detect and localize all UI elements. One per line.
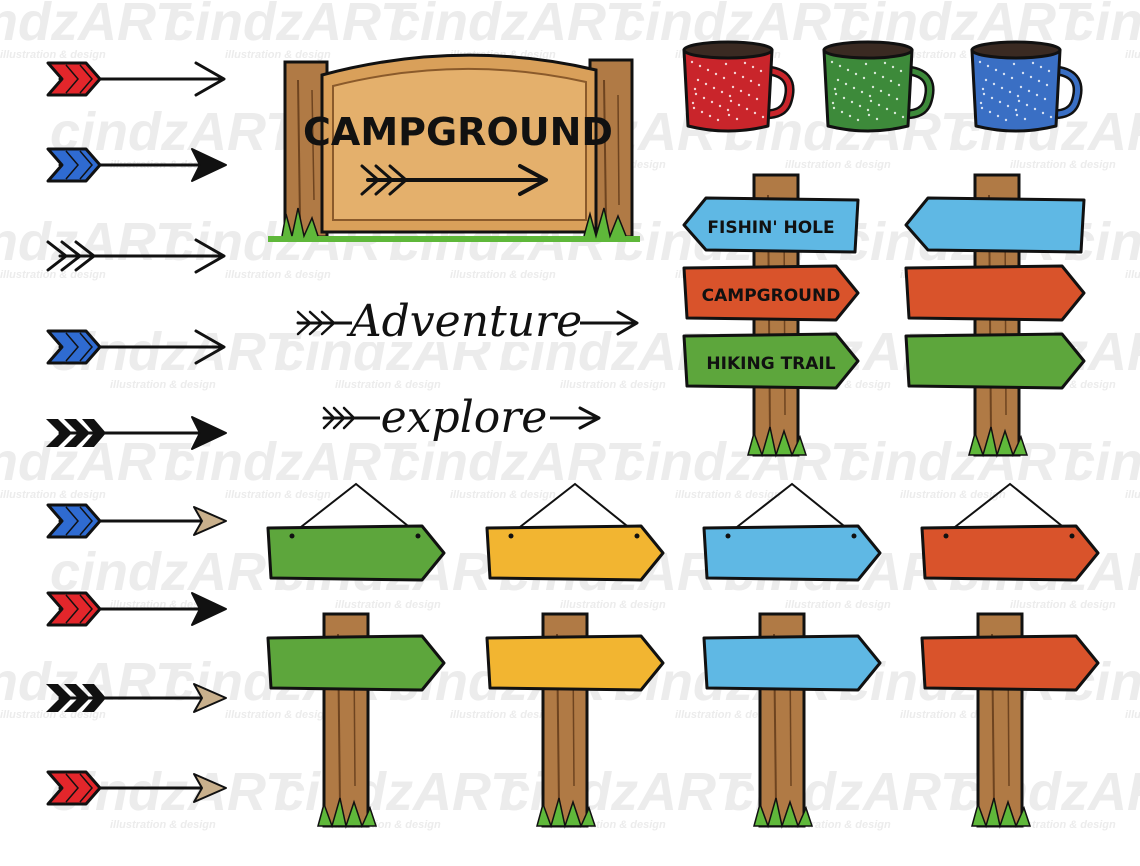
watermark-tagline: illustration & design <box>450 489 556 501</box>
hanging-signs-row <box>266 482 1100 582</box>
watermark-tagline: illustration & design <box>785 819 891 831</box>
arrow <box>46 147 227 183</box>
signpost-arm <box>904 332 1086 390</box>
watermark-tagline: illustration & design <box>1125 709 1140 721</box>
watermark-tagline: illustration & design <box>0 49 106 61</box>
signpost-arm <box>904 196 1086 254</box>
watermark-brand: cindzART <box>500 762 752 822</box>
watermark-brand: cindzART <box>0 0 192 52</box>
watermark-tagline: illustration & design <box>1125 489 1140 501</box>
watermark-brand: cindzART <box>0 212 192 272</box>
arrow-column <box>46 61 227 806</box>
watermark-brand: cindzART <box>165 0 417 52</box>
grass-tuft <box>753 797 814 829</box>
watermark-tagline: illustration & design <box>225 709 331 721</box>
watermark-tagline: illustration & design <box>0 489 106 501</box>
blank-signpost <box>904 173 1086 458</box>
adventure-text: Adventure <box>346 296 582 347</box>
explore-text: explore <box>381 392 548 443</box>
watermark-brand: cindzART <box>390 432 642 492</box>
watermark-tagline: illustration & design <box>560 599 666 611</box>
watermark-brand: cindzART <box>50 102 302 162</box>
green-mug <box>822 40 935 133</box>
watermark-tagline: illustration & design <box>450 709 556 721</box>
arrow <box>46 683 227 713</box>
watermark-tagline: illustration & design <box>335 599 441 611</box>
watermark-tagline: illustration & design <box>675 489 781 501</box>
sign-board-title: CAMPGROUND <box>303 110 613 154</box>
watermark-brand: cindzART <box>1065 0 1140 52</box>
blue-mug <box>970 40 1083 133</box>
post-sign <box>485 612 665 829</box>
watermark-tagline: illustration & design <box>560 379 666 391</box>
arrow <box>46 503 227 539</box>
signpost-arm <box>904 264 1086 322</box>
arrow <box>46 329 226 365</box>
watermark-tagline: illustration & design <box>1125 269 1140 281</box>
watermark-tagline: illustration & design <box>675 709 781 721</box>
watermark-tagline: illustration & design <box>225 269 331 281</box>
signpost-arm-label: CAMPGROUND <box>702 286 841 306</box>
watermark-tagline: illustration & design <box>110 379 216 391</box>
watermark-tagline: illustration & design <box>450 269 556 281</box>
arrow <box>46 416 227 450</box>
watermark-tagline: illustration & design <box>1010 159 1116 171</box>
red-mug <box>682 40 795 133</box>
explore-word-art: explore <box>322 392 601 443</box>
signpost-arm: FISHIN' HOLE <box>682 196 860 254</box>
watermark-brand: cindzART <box>840 432 1092 492</box>
watermark-brand: cindzART <box>615 432 867 492</box>
grass-tuft <box>971 797 1032 829</box>
watermark-brand: cindzART <box>50 542 302 602</box>
watermark-tagline: illustration & design <box>1010 599 1116 611</box>
watermark-tagline: illustration & design <box>110 819 216 831</box>
hanging-sign <box>702 482 882 582</box>
hanging-sign <box>266 482 446 582</box>
campground-wooden-sign: CAMPGROUND <box>268 53 640 242</box>
watermark-tagline: illustration & design <box>1125 49 1140 61</box>
watermark-brand: cindzART <box>275 762 527 822</box>
signpost-arm-label: FISHIN' HOLE <box>707 218 834 238</box>
post-sign <box>920 612 1100 829</box>
arrow <box>46 591 227 627</box>
signpost-arm-label: HIKING TRAIL <box>706 354 835 374</box>
watermark-tagline: illustration & design <box>335 379 441 391</box>
watermark-tagline: illustration & design <box>1010 819 1116 831</box>
post-sign <box>702 612 882 829</box>
enamel-mugs <box>682 40 1083 133</box>
arrow <box>46 238 226 274</box>
watermark-tagline: illustration & design <box>225 49 331 61</box>
hanging-sign <box>920 482 1100 582</box>
sign-board-arrow <box>360 164 548 196</box>
post-sign <box>266 612 446 829</box>
post-signs-row <box>266 612 1100 829</box>
labeled-signpost: FISHIN' HOLE CAMPGROUND HIKING TRAIL <box>682 173 860 458</box>
watermark-tagline: illustration & design <box>0 269 106 281</box>
watermark-tagline: illustration & design <box>785 599 891 611</box>
grass-tuft <box>317 797 378 829</box>
grass-tuft <box>968 426 1029 458</box>
hanging-sign <box>485 482 665 582</box>
arrow <box>46 61 226 97</box>
watermark-brand: cindzART <box>1065 432 1140 492</box>
signpost-arm: CAMPGROUND <box>682 264 860 322</box>
watermark-tagline: illustration & design <box>225 489 331 501</box>
grass-tuft <box>536 797 597 829</box>
watermark-tagline: illustration & design <box>0 709 106 721</box>
arrow <box>46 770 227 806</box>
watermark-tagline: illustration & design <box>900 489 1006 501</box>
signpost-arm: HIKING TRAIL <box>682 332 860 390</box>
grass-tuft <box>747 426 808 458</box>
watermark-tagline: illustration & design <box>785 159 891 171</box>
adventure-word-art: Adventure <box>296 296 639 347</box>
watermark-brand: cindzART <box>390 0 642 52</box>
